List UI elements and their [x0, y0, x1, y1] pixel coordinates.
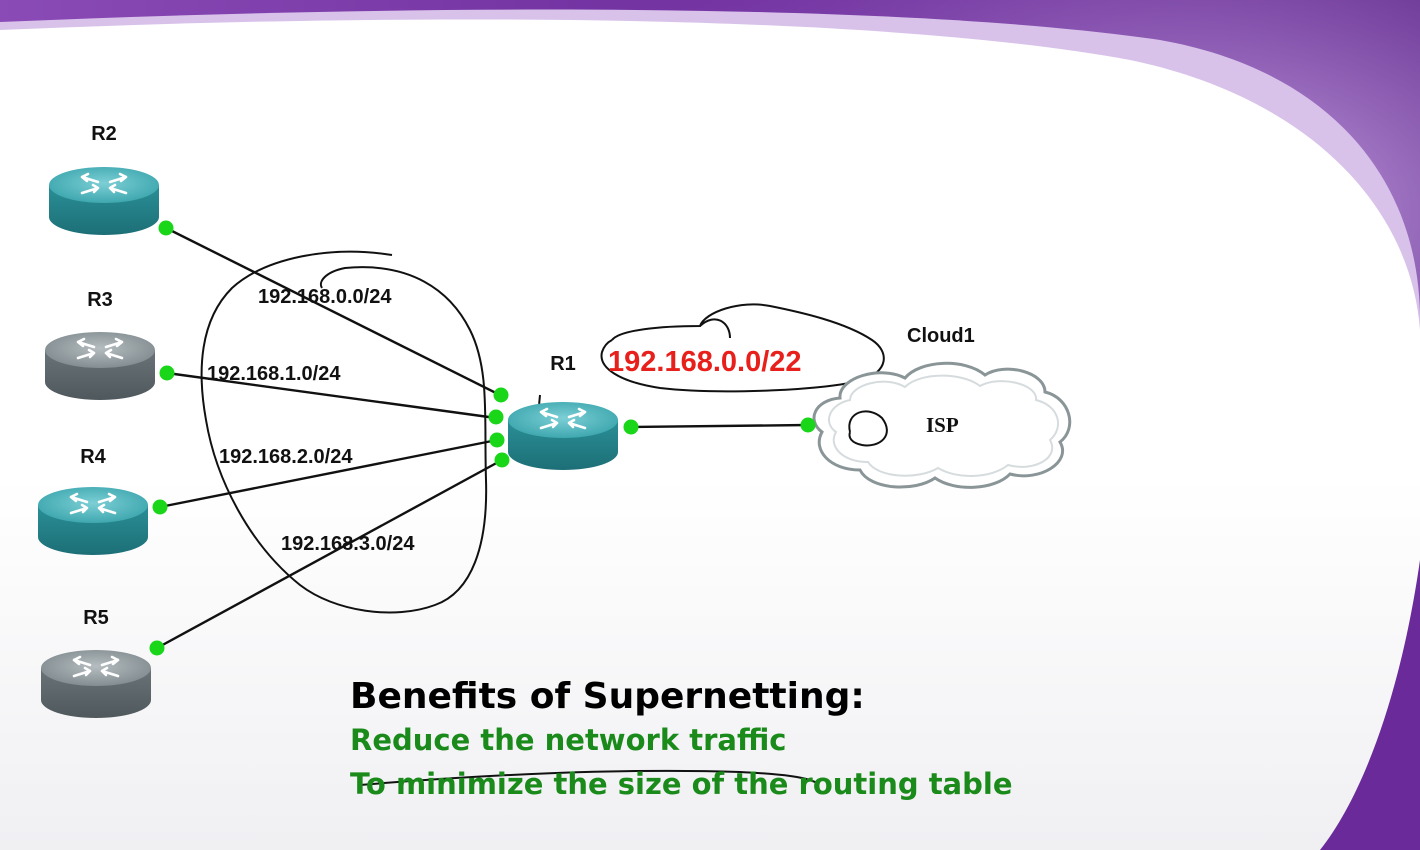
- link-r4-r1: [159, 438, 498, 509]
- router-r5[interactable]: [41, 650, 151, 718]
- benefits-title: Benefits of Supernetting:: [350, 676, 865, 717]
- port-r1-out: [623, 419, 639, 435]
- handwritten-underline: [359, 769, 819, 786]
- link-r5-r1-label: 192.168.3.0/24: [281, 533, 415, 555]
- port-r1-b: [488, 409, 504, 425]
- port-r2: [158, 220, 174, 236]
- supernet-label: 192.168.0.0/22: [608, 346, 802, 378]
- link-r5-r1: [156, 458, 503, 650]
- port-r1-d: [494, 452, 510, 468]
- benefit-item-1: Reduce the network traffic: [350, 723, 787, 757]
- handwritten-loop: [200, 250, 488, 614]
- cloud1-label: Cloud1: [907, 325, 975, 347]
- handwritten-supernet-cloud: [600, 303, 885, 393]
- router-r3[interactable]: [45, 332, 155, 400]
- port-r3: [159, 365, 175, 381]
- link-r2-r1-label: 192.168.0.0/24: [258, 286, 392, 308]
- router-r3-label: R3: [87, 289, 113, 311]
- link-r3-r1: [166, 371, 497, 420]
- benefits-section: Benefits of Supernetting: Reduce the net…: [350, 676, 1013, 811]
- port-r5: [149, 640, 165, 656]
- link-r4-r1-label: 192.168.2.0/24: [219, 446, 353, 468]
- router-r4[interactable]: [38, 487, 148, 555]
- handwritten-isp-mark: [848, 410, 888, 447]
- port-r1-a: [493, 387, 509, 403]
- port-r1-c: [489, 432, 505, 448]
- port-r4: [152, 499, 168, 515]
- link-r3-r1-label: 192.168.1.0/24: [207, 363, 341, 385]
- ports: [149, 220, 816, 656]
- link-r1-cloud: [630, 423, 809, 429]
- router-r5-label: R5: [83, 607, 109, 629]
- port-cloud: [800, 417, 816, 433]
- router-r1[interactable]: [508, 402, 618, 470]
- router-r2-label: R2: [91, 123, 117, 145]
- router-r1-label: R1: [550, 353, 576, 375]
- link-r2-r1: [165, 226, 501, 397]
- cloud1[interactable]: [812, 361, 1072, 489]
- router-r2[interactable]: [49, 167, 159, 235]
- router-r4-label: R4: [80, 446, 106, 468]
- isp-label: ISP: [926, 413, 959, 437]
- benefit-item-2: To minimize the size of the routing tabl…: [350, 767, 1013, 801]
